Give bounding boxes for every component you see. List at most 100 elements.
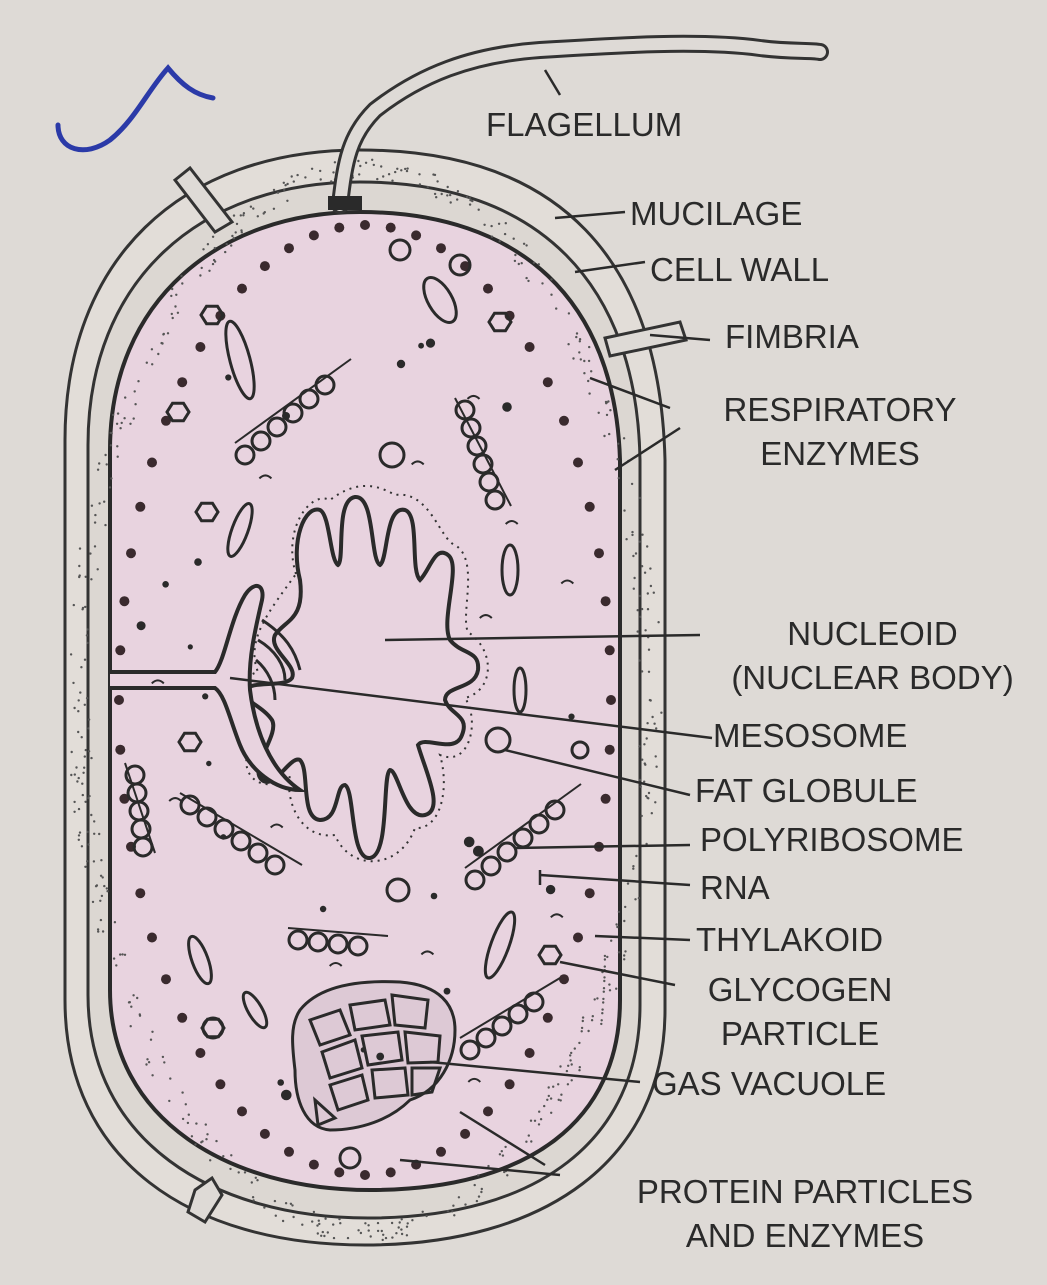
stipple-dot xyxy=(339,1222,342,1225)
stipple-dot xyxy=(187,1113,190,1116)
stipple-dot xyxy=(145,1063,148,1066)
rna-fragment xyxy=(410,460,425,466)
stipple-dot xyxy=(446,1210,449,1213)
stipple-dot xyxy=(529,1119,533,1122)
stipple-dot xyxy=(398,1221,401,1224)
stipple-dot xyxy=(575,332,579,335)
rna-fragment xyxy=(479,614,493,619)
stipple-dot xyxy=(547,1094,550,1098)
protein-particle xyxy=(277,1079,285,1086)
stipple-dot xyxy=(206,243,210,246)
stipple-dot xyxy=(602,990,605,993)
fat-globule xyxy=(484,726,512,754)
stipple-dot xyxy=(98,462,101,465)
stipple-dot xyxy=(587,1029,590,1033)
enzyme-dot xyxy=(600,596,611,607)
stipple-dot xyxy=(208,269,211,272)
stipple-dot xyxy=(83,658,87,661)
stipple-dot xyxy=(573,1047,576,1050)
thylakoid xyxy=(226,502,254,558)
stipple-dot xyxy=(346,1236,350,1240)
stipple-dot xyxy=(382,1233,385,1237)
stipple-dot xyxy=(559,1099,562,1102)
stipple-dot xyxy=(90,756,93,760)
enzyme-dot xyxy=(604,645,615,656)
enzyme-dot xyxy=(119,596,130,607)
stipple-dot xyxy=(133,390,136,393)
enzyme-dot xyxy=(360,220,370,230)
stipple-dot xyxy=(633,576,636,580)
glycogen-particle xyxy=(487,311,513,333)
mrna-strand xyxy=(459,977,561,1039)
stipple-dot xyxy=(376,177,379,181)
stipple-dot xyxy=(316,1224,319,1227)
enzyme-dot xyxy=(436,243,446,254)
stipple-dot xyxy=(457,1196,461,1199)
stipple-dot xyxy=(567,312,571,315)
enzyme-dot xyxy=(195,1048,206,1058)
stipple-dot xyxy=(640,607,644,611)
stipple-dot xyxy=(436,180,439,183)
protein-particle xyxy=(463,836,475,848)
enzyme-dot xyxy=(483,283,493,294)
stipple-dot xyxy=(332,1223,335,1226)
stipple-dot xyxy=(381,1238,384,1242)
stipple-dot xyxy=(80,736,83,739)
ribosome xyxy=(347,935,369,957)
stipple-dot xyxy=(527,279,530,283)
stipple-dot xyxy=(73,800,76,804)
stipple-dot xyxy=(115,422,119,425)
label-nucleoid-line2: (NUCLEAR BODY) xyxy=(731,659,1014,696)
stipple-dot xyxy=(129,422,132,425)
enzyme-dot xyxy=(126,548,136,559)
enzyme-dot xyxy=(115,645,126,656)
stipple-dot xyxy=(635,854,638,858)
stipple-dot xyxy=(146,1058,149,1061)
stipple-dot xyxy=(202,248,205,251)
stipple-dot xyxy=(231,234,234,238)
stipple-dot xyxy=(106,890,109,893)
stipple-dot xyxy=(262,212,265,215)
stipple-dot xyxy=(323,1234,326,1238)
stipple-dot xyxy=(391,179,394,182)
stipple-dot xyxy=(105,887,109,890)
stipple-dot xyxy=(446,185,449,189)
stipple-dot xyxy=(84,865,87,868)
stipple-dot xyxy=(616,925,619,929)
label-protein-particles: PROTEIN PARTICLES AND ENZYMES xyxy=(590,1170,1020,1258)
pen-check-mark xyxy=(55,64,216,153)
stipple-dot xyxy=(240,229,243,232)
stipple-dot xyxy=(497,222,501,225)
stipple-dot xyxy=(90,504,94,507)
rna-fragment xyxy=(258,474,273,480)
protein-particle xyxy=(187,644,193,650)
stipple-dot xyxy=(240,231,243,234)
ribosome xyxy=(287,929,309,951)
stipple-dot xyxy=(242,212,246,215)
stipple-dot xyxy=(235,222,239,226)
stipple-dot xyxy=(367,1224,370,1227)
stipple-dot xyxy=(405,1225,409,1228)
stipple-dot xyxy=(468,196,471,200)
stipple-dot xyxy=(418,183,422,186)
stipple-dot xyxy=(86,830,89,834)
ribosome xyxy=(230,830,252,852)
stipple-dot xyxy=(136,996,139,1000)
stipple-dot xyxy=(602,1001,605,1004)
enzyme-dot xyxy=(147,457,157,468)
stipple-dot xyxy=(232,237,236,240)
stipple-dot xyxy=(601,1008,604,1011)
stipple-dot xyxy=(77,710,80,713)
rna-fragment xyxy=(466,394,481,400)
ribosome xyxy=(484,489,506,511)
stipple-dot xyxy=(115,964,118,967)
stipple-dot xyxy=(617,910,621,914)
stipple-dot xyxy=(638,540,641,543)
stipple-dot xyxy=(181,282,184,285)
stipple-dot xyxy=(660,711,663,714)
stipple-dot xyxy=(643,571,647,574)
stipple-dot xyxy=(517,262,520,266)
stipple-dot xyxy=(83,703,87,706)
stipple-dot xyxy=(289,1202,293,1206)
